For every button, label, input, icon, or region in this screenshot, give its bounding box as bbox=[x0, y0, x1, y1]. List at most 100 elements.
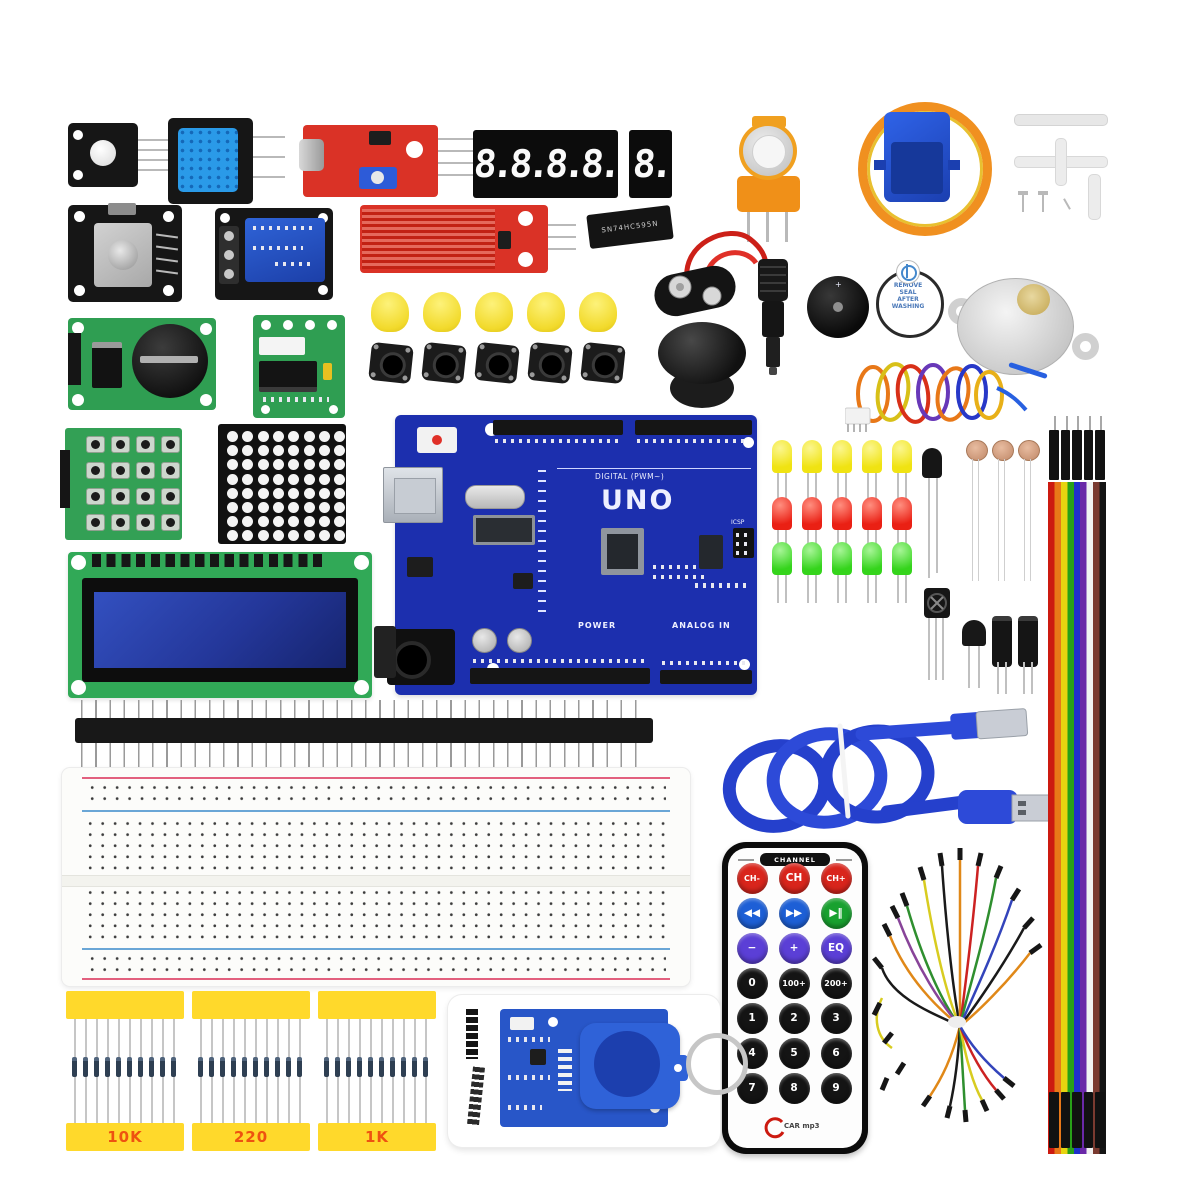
resistor-body bbox=[198, 1057, 203, 1077]
pin-labels-column bbox=[538, 470, 546, 620]
mounting-hole bbox=[354, 680, 369, 695]
button-cap bbox=[527, 292, 565, 332]
button-leg-dot bbox=[532, 344, 538, 350]
matrix-dot bbox=[288, 459, 300, 471]
servo-horn-bar bbox=[1014, 114, 1108, 126]
power-header bbox=[470, 668, 650, 684]
remote-button: 100+ bbox=[778, 967, 810, 999]
resistor-body bbox=[149, 1057, 154, 1077]
resistor-body bbox=[390, 1057, 395, 1077]
resistor-body bbox=[72, 1057, 77, 1077]
resistor-body bbox=[379, 1057, 384, 1077]
buzzer-seal-icon bbox=[896, 260, 920, 284]
button-leg-dot bbox=[373, 344, 379, 350]
matrix-dot bbox=[334, 516, 346, 528]
resistor-body bbox=[423, 1057, 428, 1077]
sensor-stripes bbox=[362, 209, 495, 269]
clip-terminal-center bbox=[676, 283, 684, 291]
mounting-hole bbox=[200, 323, 212, 335]
remote-header-label: CHANNEL bbox=[774, 855, 816, 864]
matrix-dot bbox=[242, 431, 254, 442]
led-leg bbox=[807, 575, 809, 603]
button-leg-dot bbox=[511, 347, 517, 353]
module-pin bbox=[155, 257, 179, 263]
motor-body bbox=[957, 278, 1074, 375]
motor-ear bbox=[1072, 333, 1099, 360]
mounting-hole bbox=[220, 213, 230, 223]
digital-header-2 bbox=[635, 420, 752, 435]
hole bbox=[548, 1017, 558, 1027]
barrel-jack-end bbox=[769, 367, 777, 375]
remote-button: 9 bbox=[820, 1072, 852, 1104]
button-leg-dot bbox=[423, 371, 429, 378]
capacitor bbox=[1018, 616, 1038, 667]
remote-button: ▶▶ bbox=[778, 897, 810, 929]
header-pads bbox=[473, 659, 647, 663]
digital-silkscreen-line bbox=[557, 468, 751, 469]
keypad-button-cap bbox=[91, 440, 100, 449]
pot-leg bbox=[747, 212, 750, 242]
mounting-hole bbox=[406, 141, 423, 158]
regulator bbox=[407, 557, 433, 577]
antenna-pads bbox=[558, 1049, 572, 1091]
module-pin bbox=[155, 233, 179, 239]
relay-cube bbox=[245, 218, 325, 282]
led bbox=[832, 497, 852, 530]
joystick-stick bbox=[108, 240, 138, 270]
segment-digit: 8. bbox=[630, 142, 671, 186]
module-pin bbox=[438, 150, 478, 152]
crystal-oscillator bbox=[465, 485, 525, 509]
remote-header-dash bbox=[836, 859, 852, 861]
component-black bbox=[374, 626, 396, 678]
led-dot-matrix bbox=[218, 424, 346, 544]
clip-terminal bbox=[702, 286, 722, 306]
remote-button: 2 bbox=[778, 1002, 810, 1034]
button-leg-dot bbox=[402, 375, 408, 381]
buzzer-passive: REMOVE SEAL AFTER WASHING bbox=[874, 260, 944, 338]
keypad-button-cap bbox=[166, 518, 175, 527]
hole bbox=[283, 320, 293, 330]
matrix-dot bbox=[227, 431, 238, 442]
remote-button: CH+ bbox=[820, 862, 852, 894]
matrix-dot bbox=[272, 459, 284, 471]
matrix-dot bbox=[227, 516, 238, 528]
icsp-pins bbox=[736, 542, 752, 546]
remote-button: 8 bbox=[778, 1072, 810, 1104]
resistor-body bbox=[297, 1057, 302, 1077]
lcd-bezel bbox=[82, 578, 358, 682]
matrix-dot bbox=[257, 459, 269, 471]
header-pads bbox=[637, 439, 749, 443]
servo-horns bbox=[1008, 108, 1120, 220]
resistor-value-label: 220 bbox=[233, 1128, 269, 1146]
keypad-button-cap bbox=[116, 518, 125, 527]
capacitor-electrolytic bbox=[507, 628, 532, 653]
lcd1602-display bbox=[68, 552, 372, 698]
usb-b-plug bbox=[975, 708, 1029, 740]
servo-body bbox=[874, 112, 960, 202]
driver-module bbox=[253, 315, 345, 418]
button-leg-dot bbox=[582, 371, 588, 378]
matrix-dot bbox=[303, 473, 315, 485]
tape-bottom: 10K bbox=[66, 1123, 184, 1151]
keypad-button bbox=[111, 462, 130, 479]
matrix-dot bbox=[257, 502, 269, 513]
joystick-module bbox=[68, 203, 182, 302]
potentiometer bbox=[735, 116, 803, 242]
mounting-hole bbox=[200, 394, 212, 406]
resistor-body bbox=[160, 1057, 165, 1077]
usb-cable bbox=[722, 708, 1059, 833]
capacitor-leg bbox=[1023, 662, 1025, 694]
photoresistor-head bbox=[966, 440, 988, 461]
resistor-body bbox=[242, 1057, 247, 1077]
segment-digits: 8.8.8.8. bbox=[472, 142, 619, 186]
pot-leg bbox=[785, 212, 788, 242]
matrix-dot bbox=[288, 530, 300, 542]
matrix-dot bbox=[242, 530, 254, 542]
button-cap bbox=[475, 292, 513, 332]
module-pin bbox=[155, 245, 179, 251]
connector-tips bbox=[871, 848, 1043, 1123]
analog-pads bbox=[695, 583, 749, 588]
silkscreen-marks bbox=[653, 575, 709, 579]
keypad-button-cap bbox=[91, 492, 100, 501]
terminal-screw bbox=[224, 231, 234, 241]
